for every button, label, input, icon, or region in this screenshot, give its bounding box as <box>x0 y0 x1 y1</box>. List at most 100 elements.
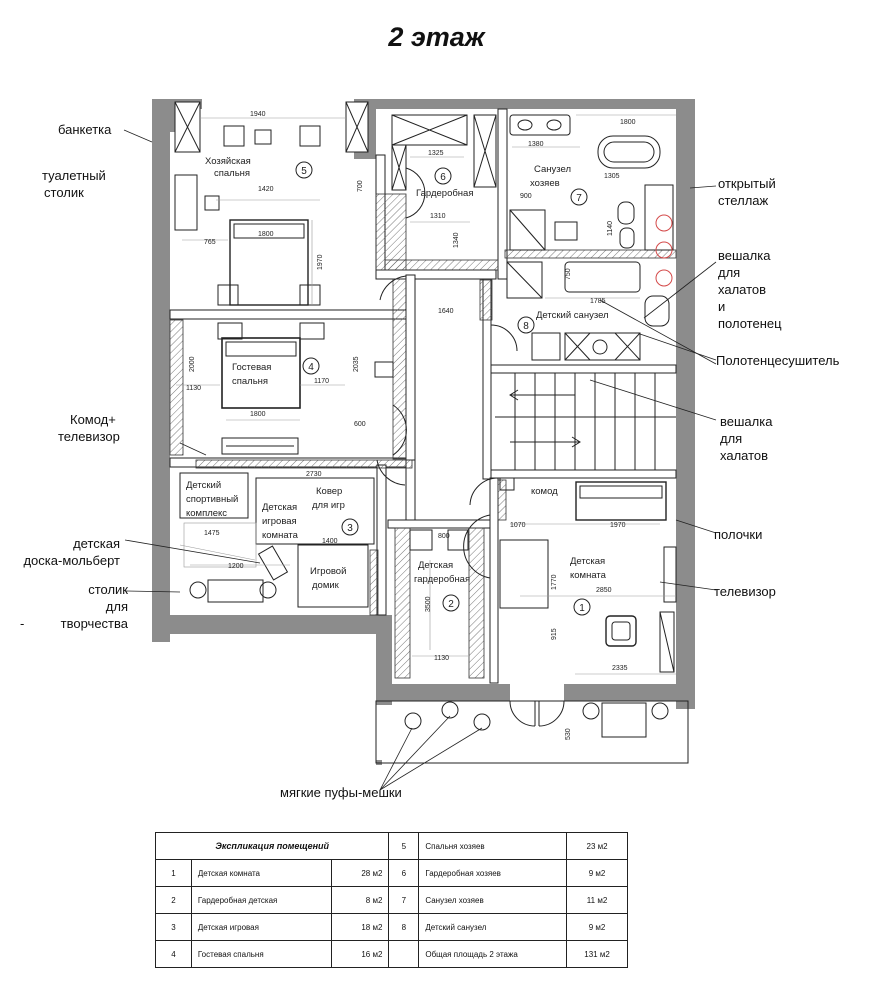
room-number-7: 7 <box>576 193 582 204</box>
room-playroom <box>179 472 375 608</box>
callout-veshalka-khalatov: вешалка для халатов <box>720 414 773 463</box>
label-r1-2: комната <box>570 570 607 581</box>
label-r3a-3: комплекс <box>186 508 227 519</box>
staircase <box>495 373 676 470</box>
label-r5-2: спальня <box>214 168 250 179</box>
dim: 1170 <box>314 378 329 385</box>
label-r2-2: гардеробная <box>414 574 470 585</box>
dim: 1325 <box>428 150 444 157</box>
dim: 2035 <box>353 356 360 372</box>
table-cell: 3 <box>155 913 192 941</box>
floor-plan: Хозяйская спальня Гардеробная Санузел хо… <box>123 99 717 791</box>
dim: 1800 <box>258 231 274 238</box>
table-cell: Гардеробная хозяев <box>418 859 568 887</box>
label-r3c-2: для игр <box>312 500 345 511</box>
table-cell: 9 м2 <box>566 859 628 887</box>
dim: 1130 <box>186 385 201 392</box>
label-r1-1: Детская <box>570 556 605 567</box>
table-row: 1 Детская комната 28 м2 6 Гардеробная хо… <box>155 859 628 887</box>
exterior-walls <box>152 99 695 765</box>
callout-stolik-tvorchestva: столик для творчества <box>60 582 128 631</box>
label-r3d-2: домик <box>312 580 340 591</box>
table-cell: Гардеробная детская <box>190 886 332 914</box>
callout-televizor: телевизор <box>714 584 776 599</box>
table-cell: 1 <box>155 859 192 887</box>
table-cell: 4 <box>155 940 192 968</box>
table-cell: 18 м2 <box>330 913 390 941</box>
dim: 900 <box>520 193 532 200</box>
label-komod: комод <box>531 486 558 497</box>
callout-banketka: банкетка <box>58 122 112 137</box>
callout-tualetny-stolik: туалетный столик <box>42 168 106 200</box>
room-number-6: 6 <box>440 172 446 183</box>
dim: 1140 <box>607 221 614 236</box>
room-explication-table: Экспликация помещений 5 Спальня хозяев 2… <box>154 832 628 968</box>
label-r3a-1: Детский <box>186 480 221 491</box>
dim: 1940 <box>250 111 266 118</box>
balcony <box>375 700 689 764</box>
dim: 2850 <box>596 587 612 594</box>
room-number-1: 1 <box>579 603 585 614</box>
room-master-bathroom <box>509 114 676 287</box>
dim: 765 <box>204 239 216 246</box>
label-r5-1: Хозяйская <box>205 156 251 167</box>
room-number-2: 2 <box>448 599 454 610</box>
room-kids-wardrobe <box>409 529 469 657</box>
dim: 600 <box>354 421 366 428</box>
table-cell: Спальня хозяев <box>418 832 568 860</box>
table-cell: 8 <box>388 913 420 941</box>
label-r4-2: спальня <box>232 376 268 387</box>
leader-lines <box>123 129 717 791</box>
label-r7-2: хозяев <box>530 178 560 189</box>
dim: 1640 <box>438 308 454 315</box>
callout-pufy: мягкие пуфы-мешки <box>280 785 402 800</box>
table-cell: 7 <box>388 886 420 914</box>
room-number-3: 3 <box>347 523 353 534</box>
dim: 2730 <box>306 471 322 478</box>
table-cell: 28 м2 <box>330 859 390 887</box>
label-r7-1: Санузел <box>534 164 571 175</box>
dim: 700 <box>357 180 364 192</box>
callout-detskaya-doska: детская доска-мольберт <box>23 536 120 568</box>
dim: 1380 <box>528 141 544 148</box>
callout-polochki: полочки <box>714 527 763 542</box>
table-cell <box>388 940 420 968</box>
dim: 1130 <box>434 655 449 662</box>
table-cell: Детская игровая <box>190 913 332 941</box>
room-guest-bedroom <box>176 322 407 456</box>
dim: 1070 <box>510 522 526 529</box>
dim: 1200 <box>228 563 244 570</box>
table-cell: 8 м2 <box>330 886 390 914</box>
callout-komod-tv: Комод+ телевизор <box>58 412 120 444</box>
room-master-wardrobe <box>391 114 497 223</box>
dim: 1340 <box>453 232 460 248</box>
table-cell: 2 <box>155 886 192 914</box>
room-master-bedroom <box>174 101 369 306</box>
dim: 1970 <box>317 254 324 270</box>
dim: 1770 <box>551 574 558 590</box>
callout-polotentsesushitel: Полотенцесушитель <box>716 353 840 368</box>
dim: 2335 <box>612 665 628 672</box>
table-cell: Детская комната <box>190 859 332 887</box>
table-cell: Гостевая спальня <box>190 940 332 968</box>
dim: 800 <box>438 533 450 540</box>
room-number-5: 5 <box>301 166 307 177</box>
table-total-label: Общая площадь 2 этажа <box>418 940 568 968</box>
label-r3d-1: Игровой <box>310 566 346 577</box>
label-r6: Гардеробная <box>416 188 473 199</box>
table-cell: 11 м2 <box>566 886 628 914</box>
dim: 1305 <box>604 173 620 180</box>
dim: 530 <box>565 728 572 740</box>
table-cell: Санузел хозяев <box>418 886 568 914</box>
table-cell: Детский санузел <box>418 913 568 941</box>
label-r3c-1: Ковер <box>316 486 342 497</box>
table-cell: 9 м2 <box>566 913 628 941</box>
dim: 1475 <box>204 530 220 537</box>
room-kids-room <box>499 477 677 675</box>
dim: 1400 <box>322 538 338 545</box>
doors <box>376 275 499 579</box>
dim: 1310 <box>430 213 446 220</box>
dim: 1785 <box>590 298 606 305</box>
page-title: 2 этаж <box>388 22 485 52</box>
table-row: 2 Гардеробная детская 8 м2 7 Санузел хоз… <box>155 886 628 914</box>
